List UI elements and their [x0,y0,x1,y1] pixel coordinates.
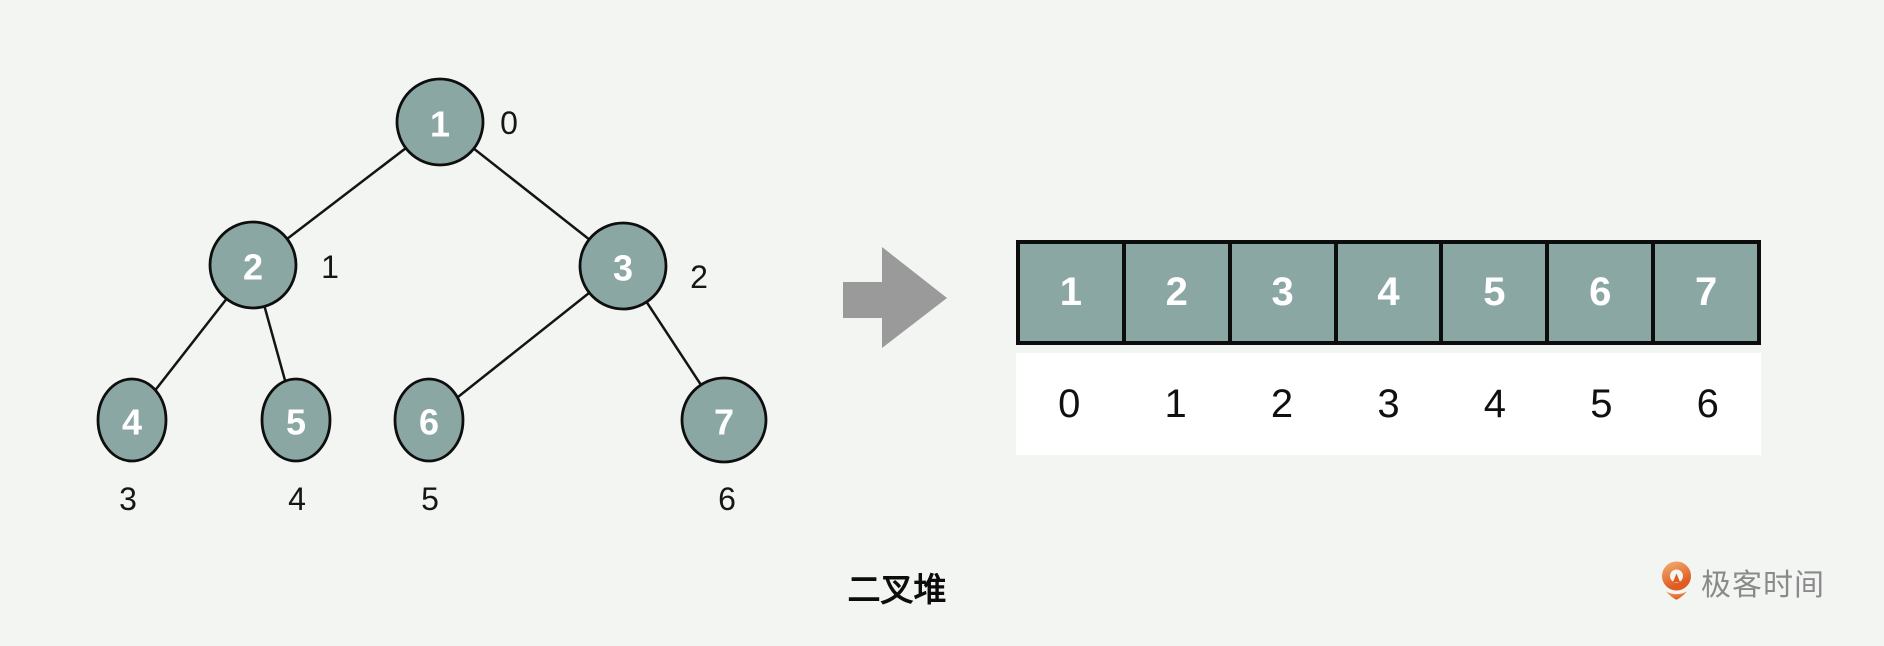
geektime-logo: 极客时间 [1660,560,1825,604]
tree-node-leaf-7: 7 [680,376,768,464]
array-cell: 3 [1227,244,1334,341]
heap-array: 1 2 3 4 5 6 7 [1016,240,1761,345]
tree-index-label: 6 [718,481,736,517]
node-value: 1 [430,104,450,145]
array-index-label: 1 [1164,381,1187,426]
node-ellipse [96,377,168,463]
tree-index-labels: 0 1 2 3 4 5 6 [119,105,736,517]
tree-index-label: 4 [288,481,306,517]
array-cell: 1 [1059,270,1083,314]
node-value: 3 [613,248,633,289]
geektime-logo-text: 极客时间 [1701,569,1825,602]
tree-index-label: 2 [690,259,708,295]
array-index-label: 3 [1377,381,1400,426]
node-value: 7 [714,402,734,443]
tree-node-leaf-4: 4 [96,377,168,463]
node-circle [578,221,668,311]
array-index-label: 4 [1483,381,1507,426]
array-cell: 6 [1545,244,1651,341]
node-circle [680,376,768,464]
node-ellipse [260,377,332,463]
tree-index-label: 1 [321,249,339,285]
tree-node-leaf-5: 5 [260,377,332,463]
tree-node-left: 2 [208,220,298,310]
array-index-label: 2 [1270,381,1294,426]
array-cell: 7 [1651,244,1757,341]
right-arrow-icon [843,247,947,348]
tree-index-label: 5 [421,481,439,517]
tree-index-label: 0 [500,105,518,141]
tree-index-label: 3 [119,481,137,517]
node-value: 4 [122,402,142,443]
tree-node-right: 3 [578,221,668,311]
heap-array-indices: 0 1 2 3 4 5 6 [1016,353,1761,455]
array-cell: 2 [1121,244,1228,341]
tree-node-root: 1 [395,77,485,167]
node-value: 5 [286,402,306,443]
array-index-label: 0 [1058,381,1081,426]
tree-node-leaf-6: 6 [393,377,465,463]
array-cell: 4 [1333,244,1440,341]
node-value: 2 [243,247,263,288]
array-cell: 5 [1439,244,1545,341]
figure-caption: 二叉堆 [847,571,947,608]
array-index-label: 5 [1590,381,1613,426]
node-circle [208,220,298,310]
node-value: 6 [419,402,439,443]
array-index-label: 6 [1696,381,1719,426]
geektime-logo-icon [1662,561,1691,600]
node-ellipse [393,377,465,463]
node-circle [395,77,485,167]
